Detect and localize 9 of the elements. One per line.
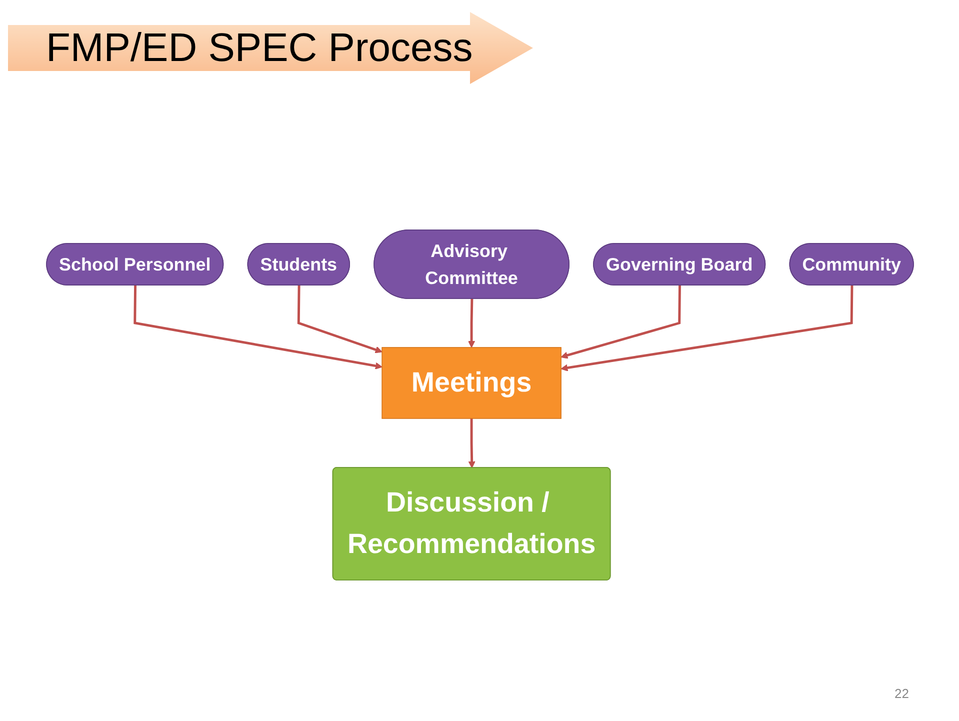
arrow (134, 285, 382, 370)
arrow (560, 285, 854, 372)
arrow (468, 418, 476, 468)
title-arrow-banner: FMP/ED SPEC Process (8, 12, 533, 84)
arrow (560, 285, 681, 359)
arrow (468, 298, 476, 348)
arrow (297, 285, 382, 354)
page-number: 22 (894, 686, 909, 701)
node-box: Meetings (382, 347, 562, 419)
